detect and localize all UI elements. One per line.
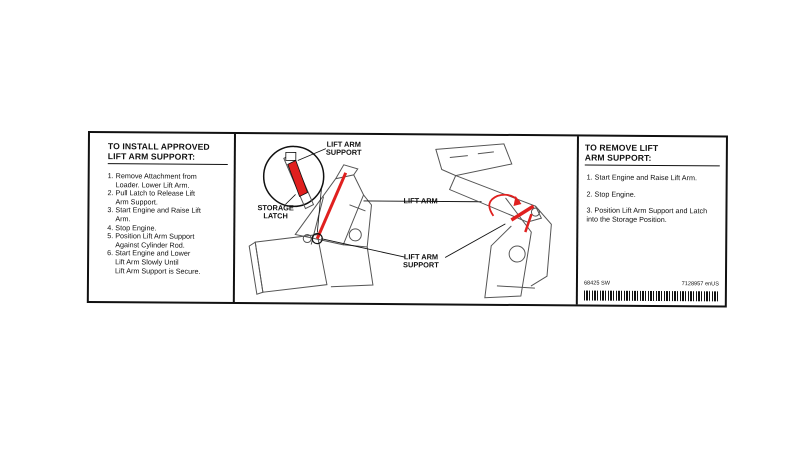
callout-text: SUPPORT (403, 260, 439, 270)
install-instructions-panel: TO INSTALL APPROVED LIFT ARM SUPPORT: 1.… (88, 133, 236, 303)
lift-arm-support-red-right (510, 204, 535, 222)
remove-instructions-panel: TO REMOVE LIFT ARM SUPPORT: 1. Start Eng… (575, 136, 726, 306)
loader-sketch-left (248, 164, 374, 295)
rotation-arrow-red (488, 193, 521, 217)
remove-heading: TO REMOVE LIFT ARM SUPPORT: (584, 142, 720, 167)
callout-lift-arm-support-bottom: LIFT ARM SUPPORT (403, 252, 439, 270)
code-left: 68425 SW (583, 280, 611, 287)
instruction-decal: TO INSTALL APPROVED LIFT ARM SUPPORT: 1.… (86, 131, 728, 308)
loader-diagram (248, 143, 552, 299)
callout-text: SUPPORT (325, 148, 362, 158)
install-heading-line2: LIFT ARM SUPPORT: (107, 151, 196, 162)
remove-step: 2. Stop Engine. (586, 189, 636, 199)
lift-arm-support-red-left (315, 172, 348, 240)
remove-heading-line2: ARM SUPPORT: (584, 152, 652, 163)
callout-lift-arm-support-top: LIFT ARM SUPPORT (325, 140, 362, 158)
callout-lift-arm: LIFT ARM (403, 196, 438, 206)
barcode (583, 290, 719, 302)
callout-text: LATCH (263, 211, 288, 221)
diagram-panel: LIFT ARM SUPPORT STORAGE LATCH LIFT ARM … (235, 134, 577, 304)
loader-sketch-right (435, 143, 552, 299)
part-codes: 68425 SW 7128957 enUS (584, 280, 719, 287)
install-steps-list: 1. Remove Attachment from Loader. Lower … (107, 171, 228, 276)
code-right: 7128957 enUS (681, 281, 719, 288)
callout-text: LIFT ARM (403, 196, 438, 206)
callout-storage-latch: STORAGE LATCH (257, 203, 293, 221)
remove-step: 3. Position Lift Arm Support and Latch i… (586, 205, 708, 224)
remove-step: 1. Start Engine and Raise Lift Arm. (586, 172, 697, 183)
install-heading: TO INSTALL APPROVED LIFT ARM SUPPORT: (107, 141, 228, 165)
remove-steps-list: 1. Start Engine and Raise Lift Arm. 2. S… (584, 172, 719, 224)
install-step-line: Lift Arm Support is Secure. (114, 265, 201, 276)
